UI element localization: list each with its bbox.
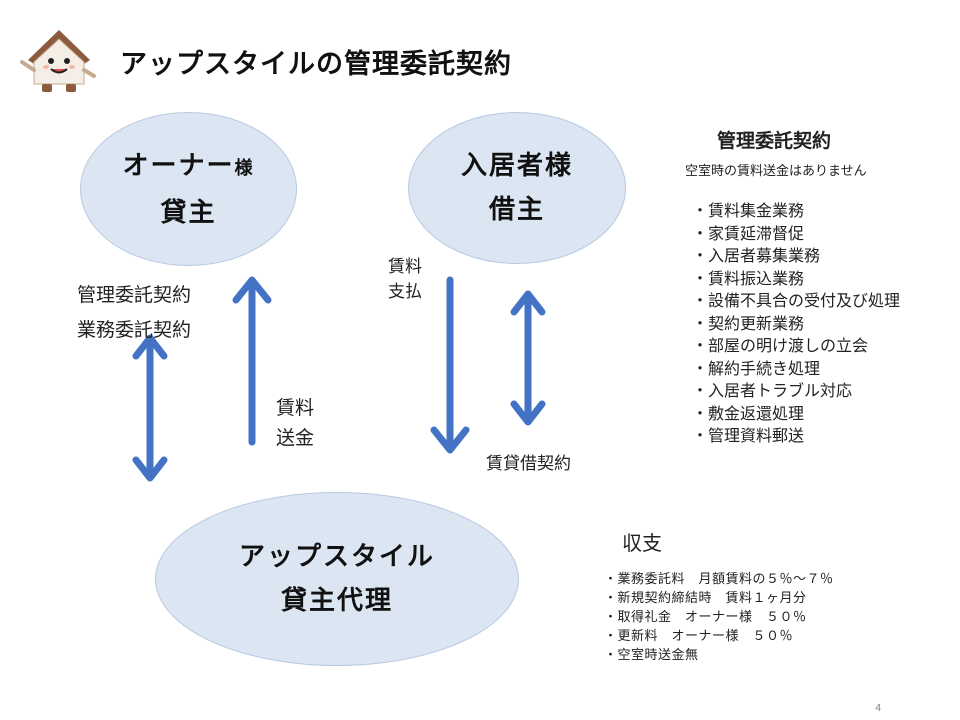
owner-label: オーナー様 [122,144,254,191]
down-arrow-rent-pay-head [430,426,470,454]
side-panel-note: 空室時の賃料送金はありません [685,164,867,179]
up-arrow-rent-remit-head [232,276,272,304]
rent-pay-label-1: 賃料 [388,257,422,277]
rent-remit-label-1: 賃料 [276,397,315,419]
owner-name: オーナー [122,150,235,181]
duty-item: ・家賃延滞督促 [692,223,805,243]
income-item: ・取得礼金 オーナー様 ５０％ [604,610,807,625]
duty-item: ・契約更新業務 [692,313,805,333]
owner-suffix: 様 [234,157,255,179]
tenant-role: 借主 [488,195,545,225]
rent-pay-label-2: 支払 [388,282,422,302]
income-item: ・業務委託料 月額賃料の５％～７％ [604,572,834,587]
page-number: 4 [875,703,882,714]
company-name: アップスタイル [238,542,435,572]
income-item: ・空室時送金無 [604,648,699,663]
duty-item: ・部屋の明け渡しの立会 [692,336,869,355]
rent-remit-label-2: 送金 [276,427,315,449]
contract-label-2: 業務委託契約 [77,319,192,341]
side-panel-title: 管理委託契約 [717,130,832,152]
company-ellipse: アップスタイル 貸主代理 [155,492,519,666]
duty-item: ・設備不具合の受付及び処理 [692,291,901,310]
owner-ellipse: オーナー様 貸主 [80,112,297,266]
duty-item: ・解約手続き処理 [692,358,821,378]
double-arrow-owner-company-top-head [132,334,168,360]
duties-list: ・賃料集金業務 ・家賃延滞督促 ・入居者募集業務 ・賃料振込業務 ・設備不具合の… [692,200,900,448]
duty-item: ・賃料振込業務 [692,268,805,288]
tenant-ellipse: 入居者様 借主 [408,112,626,264]
income-list: ・業務委託料 月額賃料の５％～７％ ・新規契約締結時 賃料１ヶ月分 ・取得礼金 … [604,570,834,665]
income-item: ・更新料 オーナー様 ５０％ [604,629,794,644]
duty-item: ・敷金返還処理 [692,403,805,423]
company-role: 貸主代理 [280,586,393,616]
duty-item: ・管理資料郵送 [692,426,805,445]
income-title: 収支 [622,531,662,555]
double-arrow-owner-company-bottom-head [132,456,168,482]
duty-item: ・入居者募集業務 [692,246,821,265]
lease-contract-label: 賃貸借契約 [486,454,571,474]
duty-item: ・入居者トラブル対応 [692,381,853,400]
page-title: アップスタイルの管理委託契約 [120,49,512,80]
double-arrow-lease-bottom-head [510,400,546,426]
income-item: ・新規契約締結時 賃料１ヶ月分 [604,591,807,606]
contract-label-1: 管理委託契約 [77,284,192,306]
tenant-name: 入居者様 [460,151,573,181]
duty-item: ・賃料集金業務 [692,201,805,220]
double-arrow-lease-top-head [510,290,546,316]
owner-role: 貸主 [160,197,217,228]
house-mascot-icon [20,22,98,94]
